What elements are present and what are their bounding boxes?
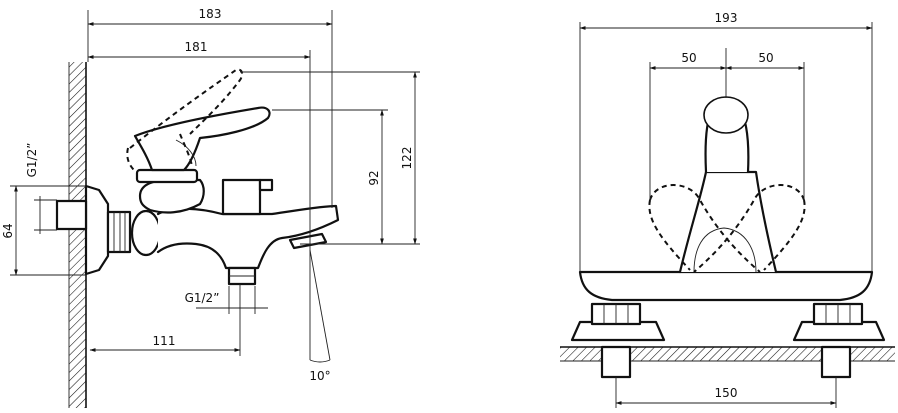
dim-outlet-thread: G1/2” xyxy=(185,291,220,305)
dim-inlet-spacing: 150 xyxy=(715,386,738,400)
dim-handle-left: 50 xyxy=(681,51,696,65)
dim-inlet-height: 64 xyxy=(1,223,15,238)
left-connector xyxy=(570,302,666,379)
front-view: 193 50 50 150 xyxy=(560,11,895,408)
front-dimensions: 193 50 50 150 xyxy=(579,11,873,408)
front-body xyxy=(578,96,874,302)
handle-alt-positions xyxy=(648,184,806,273)
dim-overall-width: 193 xyxy=(715,11,738,25)
wall-flange xyxy=(55,184,132,276)
right-connector xyxy=(792,302,886,379)
dim-overall-length: 183 xyxy=(199,7,222,21)
handle-lever xyxy=(133,106,271,172)
wall-section xyxy=(68,62,87,408)
faucet-body xyxy=(130,168,340,286)
dim-height-body: 92 xyxy=(367,170,381,185)
side-view: 183 181 122 92 64 G1/2” xyxy=(1,7,420,408)
handle-lever-alt-position xyxy=(126,68,244,171)
dim-spout-length: 181 xyxy=(185,40,208,54)
dim-spout-angle: 10° xyxy=(309,369,330,383)
dim-handle-right: 50 xyxy=(758,51,773,65)
dim-inlet-thread: G1/2” xyxy=(25,143,39,178)
dim-height-total: 122 xyxy=(400,147,414,170)
side-dimensions: 183 181 122 92 64 G1/2” xyxy=(1,7,420,383)
dim-outlet-offset: 111 xyxy=(153,334,176,348)
